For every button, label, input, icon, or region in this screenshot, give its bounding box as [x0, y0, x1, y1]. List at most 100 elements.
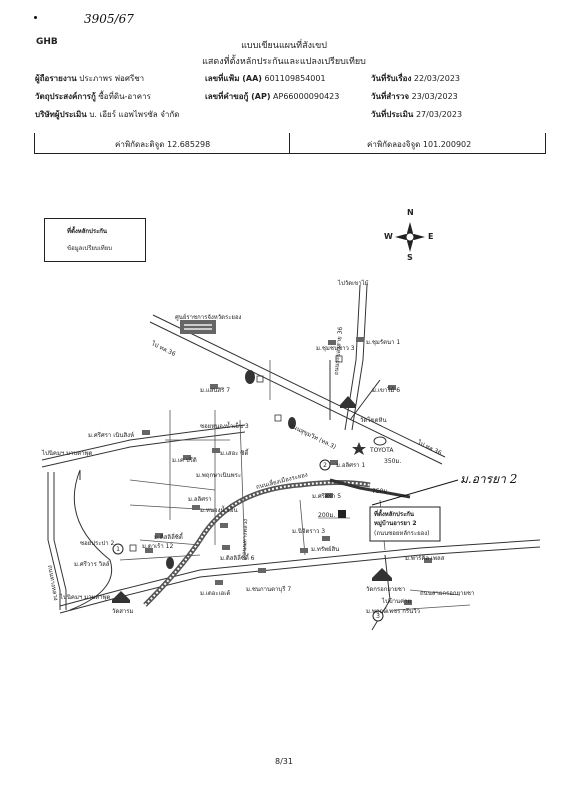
road-soi-2-label: ซอยหนองน้ำเย็น 3 [200, 423, 249, 430]
road-vertical-2-label: ถนนทางหลวง [241, 518, 250, 556]
legend-collateral: ที่ตั้งหลักประกัน [67, 228, 108, 235]
stupa-icon [166, 370, 296, 569]
sub-16: ม.ดิสลิลี่ซิตี้ 6 [220, 555, 255, 562]
eval-value: 27/03/2023 [415, 110, 463, 119]
survey-value: 23/03/2023 [411, 92, 458, 101]
collateral-marker [338, 510, 346, 518]
road-left-bottom-label: ไปนิคมฯ มาบตาพุด [60, 594, 111, 601]
received-row: วันที่รับเรื่อง 22/03/2023 [371, 72, 460, 85]
request-row: เลขที่คำขอกู้ (AP) AP66000090423 [205, 90, 339, 103]
sub-5: ม.ศรีศรา เนินสิงห์ [88, 432, 135, 439]
road-left-label: ไปนิคมฯ มาบตาพุด [42, 450, 93, 457]
owner-label: ผู้ถือรายงาน [35, 74, 77, 83]
comparison-markers [112, 459, 384, 622]
appraiser-label: บริษัทผู้ประเมิน [35, 110, 87, 119]
eval-row: วันที่ประเมิน 27/03/2023 [371, 108, 462, 121]
handwritten-file-number: 3905/67 [84, 12, 134, 26]
purpose-value: ซื้อที่ดิน-อาคาร [98, 92, 151, 101]
survey-label: วันที่สำรวจ [371, 92, 410, 101]
purpose-row: วัตถุประสงค์การกู้ ซื้อที่ดิน-อาคาร [35, 90, 151, 103]
marker-2: 2 [323, 462, 327, 469]
form-title: แบบเขียนแผนที่สังเขป [241, 41, 327, 51]
west-road-vertical [47, 472, 61, 610]
minor-roads [119, 360, 471, 611]
request-label: เลขที่คำขอกู้ (AP) [205, 92, 271, 101]
sub-13: ม.ดิสลิลี่ซิตี้ [154, 534, 183, 541]
eval-label: วันที่ประเมิน [371, 110, 414, 119]
sub-18: ม.ชนกานตาบุรี 7 [246, 586, 292, 593]
toyota-label: TOYOTA [370, 447, 394, 454]
loop-road [69, 469, 112, 611]
file-row: เลขที่แฟ้ม (AA) 601109854001 [205, 72, 326, 85]
sub-3: ม.เขาไม้ 6 [372, 387, 401, 394]
sub-4: ม.แสนสิริ 7 [200, 387, 231, 394]
callout-line-1: ที่ตั้งหลักประกัน [374, 511, 415, 518]
form-subtitle: แสดงที่ตั้งหลักประกันและแปลงเปรียบเทียบ [202, 57, 366, 67]
road-north [344, 284, 361, 431]
callout-line-2: หมู่บ้านอารยา 2 [374, 520, 417, 527]
file-value: 601109854001 [264, 74, 326, 83]
temple-west-label: วัดสารม [112, 608, 134, 615]
sub-12: ม.หนองน้ำเย็น [200, 507, 238, 514]
sub-11: ม.ลลิศรา [188, 496, 212, 503]
handwritten-callout: ม.อารยา 2 [460, 472, 518, 486]
sub-8: ม.ศรีศรา 5 [312, 493, 342, 500]
access-road [329, 478, 411, 499]
coordinates-box: ค่าพิกัดละติจูด 12.685298 ค่าพิกัดลองจิจ… [34, 133, 546, 154]
collateral-callout-box [369, 506, 441, 542]
road-right-label: ไปบ้านค่าย [382, 598, 412, 605]
owner-row: ผู้ถือรายงาน ประภาพร พ่อศรีชา [35, 72, 144, 85]
owner-value: ประภาพร พ่อศรีชา [79, 74, 145, 83]
received-label: วันที่รับเรื่อง [371, 74, 412, 83]
marker-3: 3 [376, 613, 380, 620]
divider [289, 133, 290, 153]
sub-7: ม.เสอะ ซิตี้ [220, 450, 249, 457]
logo: GHB [36, 37, 58, 47]
temple-icon [112, 396, 392, 603]
main-highway [149, 314, 446, 465]
sub-6: ม.เค ปรีดิ [172, 457, 197, 464]
dist-350: 350ม. [384, 458, 402, 465]
sub-14: ม.ดาเร้า 12 [142, 543, 174, 550]
road-bottom-label: ถนนสายกรอกยายชา [420, 590, 475, 597]
longitude: ค่าพิกัดลองจิจูด 101.200902 [367, 140, 472, 149]
callout-line-3: (ถนนซอยหลักระยอง) [374, 530, 430, 537]
sub-2: ม.ชุมรัตนา 1 [366, 339, 401, 346]
survey-row: วันที่สำรวจ 23/03/2023 [371, 90, 458, 103]
compass-e: E [428, 232, 434, 241]
dist-750: 750ม. [372, 488, 390, 495]
appraiser-value: บ. เอียร์ แอพไพรซัล จำกัด [89, 110, 180, 119]
dist-200: 200ม. [318, 512, 336, 519]
compass-rose [395, 222, 425, 252]
sub-19: ม.ทรัพย์สิน [311, 546, 340, 553]
sub-22: ม.นิจิตราว 3 [292, 528, 326, 535]
received-value: 22/03/2023 [413, 74, 461, 83]
sub-10: ม.พฤกษาเนินพระ [196, 472, 242, 479]
temple-south-label: วัดกรอกยายชา [366, 586, 406, 593]
top-road-label: ไปวัดเขาไม้ [338, 280, 369, 287]
marker-1: 1 [116, 546, 120, 553]
sub-9: ม.อลิศรา 1 [336, 462, 366, 469]
sub-15: ม.ศรีวาร วิลล์ [74, 561, 110, 568]
sub-20: ม.พาร์คิล เพลส [405, 555, 445, 562]
sub-17: ม.เดอะเอเต้ [200, 590, 231, 597]
road-soi-label: ซอยประปา 2 [80, 540, 115, 547]
legend: ที่ตั้งหลักประกัน ข้อมูลเปรียบเทียบ [44, 218, 146, 262]
convenience-store-icon [129, 355, 343, 552]
compass-s: S [407, 253, 413, 262]
road-west [41, 424, 246, 468]
government-building-icon [180, 320, 216, 334]
legend-comparison: ข้อมูลเปรียบเทียบ [67, 245, 113, 252]
wat-north-label: วัดโขดหิน [360, 417, 387, 424]
latitude: ค่าพิกัดละติจูด 12.685298 [115, 140, 211, 149]
appraiser-row: บริษัทผู้ประเมิน บ. เอียร์ แอพไพรซัล จำก… [35, 108, 179, 121]
page-number: 8/31 [275, 757, 293, 766]
purpose-label: วัตถุประสงค์การกู้ [35, 92, 96, 101]
ink-dot [34, 16, 37, 19]
sub-21: ม.พฤกษ์เพชร กรีนวิว [366, 608, 420, 615]
request-value: AP66000090423 [273, 92, 340, 101]
file-label: เลขที่แฟ้ม (AA) [205, 74, 262, 83]
sub-1: ม.ชุมชนชาว 3 [316, 345, 355, 352]
star-icon [352, 442, 366, 455]
